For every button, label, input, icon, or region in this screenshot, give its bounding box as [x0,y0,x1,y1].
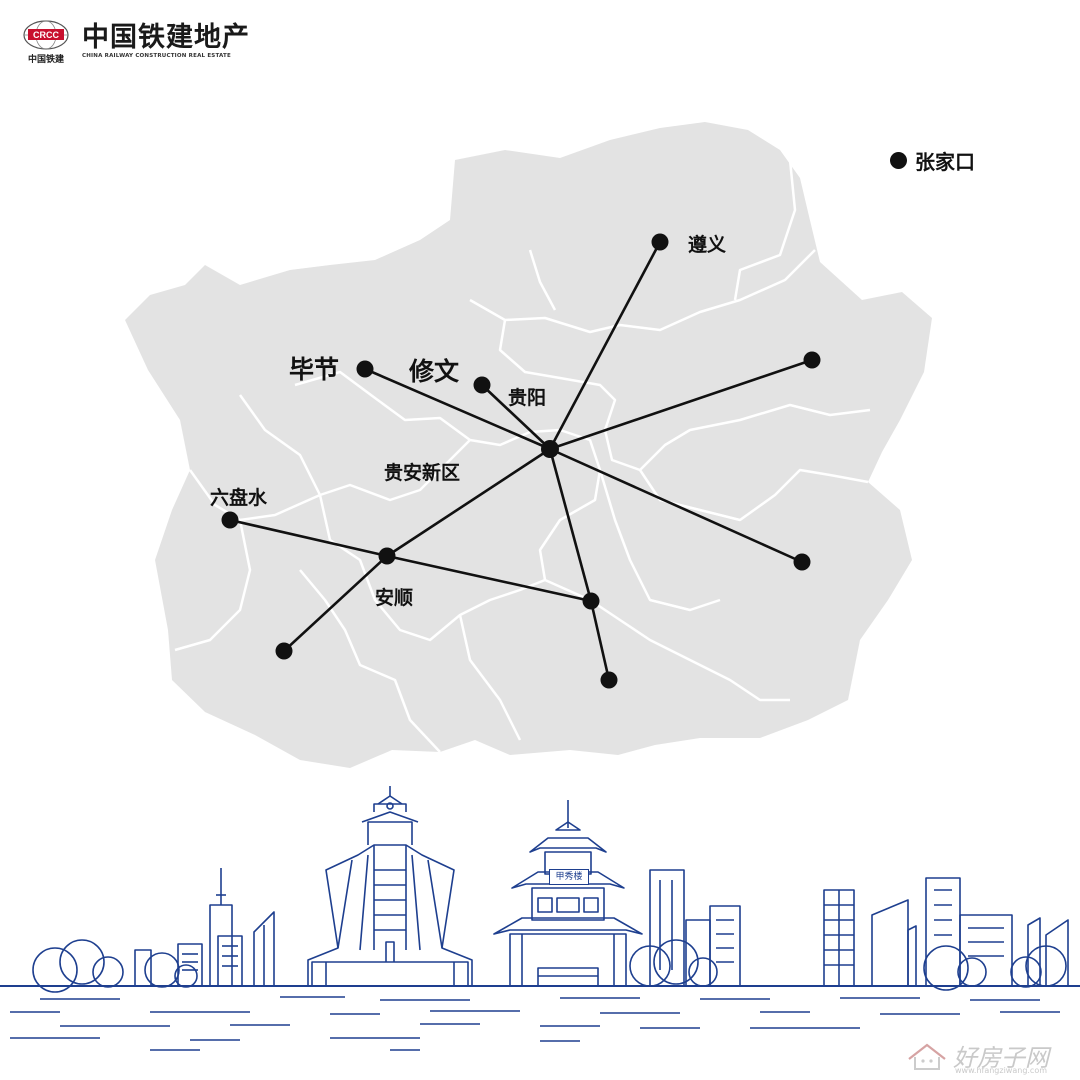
connection-lines [229,241,813,681]
water-ripples [10,996,1060,1051]
line-guiyang-zunyi [548,241,662,450]
legend-dot-icon [890,152,907,169]
crcc-globe-icon: CRCC [23,20,69,50]
line-guiyang-bijie [364,367,551,451]
memorial-tower [307,786,473,987]
node-south [582,592,600,610]
buildings-left [134,868,275,987]
label-guiyang: 贵阳 [508,387,547,409]
watermark-url: www.hfangziwang.com [955,1066,1048,1075]
buildings-right [823,877,1069,991]
jiaxiu-pavilion [493,800,643,987]
crcc-logo-text: CRCC [33,30,59,40]
node-anshun [378,547,396,565]
label-zunyi: 遵义 [688,234,727,256]
crcc-logo-subtext: 中国铁建 [27,55,64,65]
label-guian: 贵安新区 [384,462,461,484]
line-guiyang-southeast [549,447,803,564]
node-bijie [356,360,374,378]
legend-label: 张家口 [915,150,975,174]
line-liupanshui-anshun [229,518,388,558]
brand-text: 中国铁建地产 CHINA RAILWAY CONSTRUCTION REAL E… [82,22,250,60]
node-east [803,351,821,369]
line-guiyang-anshun [386,447,551,558]
prefecture-boundaries [174,159,871,753]
trees-left [32,939,198,993]
node-zunyi [651,233,669,251]
house-watermark-icon [908,1043,946,1070]
line-south-far [589,600,611,681]
watermark: 好房子网 [905,1038,1049,1073]
brand-name-en: CHINA RAILWAY CONSTRUCTION REAL ESTATE [82,53,231,59]
line-guiyang-south [548,448,593,602]
node-southeast [793,553,811,571]
city-skyline [0,786,1080,1051]
pavilion-plaque: 甲秀楼 [549,869,589,885]
watermark-text: 好房子网 [953,1044,1049,1072]
line-guiyang-xiuwen [481,384,551,450]
node-xiuwen [473,376,491,394]
line-anshun-south [386,554,592,603]
node-southwest [275,642,293,660]
label-anshun: 安顺 [375,587,414,609]
node-south-far [600,671,618,689]
city-nodes [221,233,821,689]
map-legend: 张家口 [890,146,975,175]
node-guiyang [541,440,559,458]
node-liupanshui [221,511,239,529]
line-guiyang-east [549,358,813,451]
crcc-logo: CRCC 中国铁建 [20,18,72,65]
line-anshun-southwest [283,555,388,652]
buildings-center-right [629,869,741,987]
brand-name-cn: 中国铁建地产 [82,22,250,53]
province-shape [125,122,932,768]
label-liupanshui: 六盘水 [210,487,268,509]
label-bijie: 毕节 [289,355,340,384]
brand-header: CRCC 中国铁建 中国铁建地产 CHINA RAILWAY CONSTRUCT… [20,18,250,65]
label-xiuwen: 修文 [409,357,460,386]
province-map [125,122,932,768]
